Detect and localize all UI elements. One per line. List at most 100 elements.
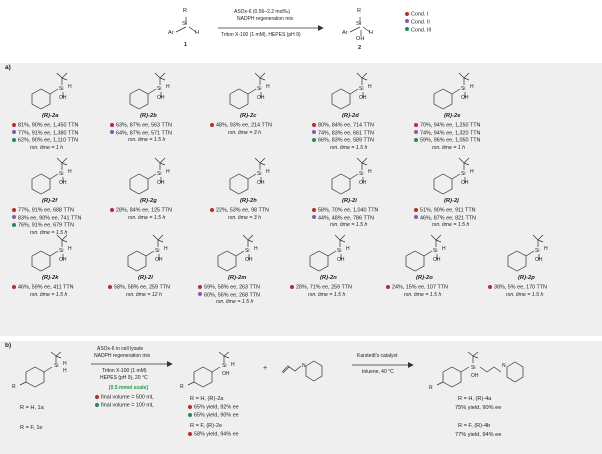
si-atom: Si bbox=[461, 171, 466, 177]
panel-a bbox=[0, 63, 602, 336]
condition-dot bbox=[108, 284, 112, 289]
compound-name: (R)-2n bbox=[320, 275, 337, 281]
compound-structure bbox=[31, 157, 68, 195]
compound-structure bbox=[31, 72, 68, 110]
b-arrow1-line3: Triton X-100 (1 mM) bbox=[102, 368, 147, 374]
result-text: 77%, 91% ee, 1,380 TTN bbox=[18, 129, 79, 136]
b-arrow-1 bbox=[91, 361, 173, 367]
volume-500: final volume = 500 mL bbox=[95, 394, 154, 401]
b-arrow-2 bbox=[352, 362, 414, 368]
result-text: 74%, 83% ee, 661 TTN bbox=[318, 129, 374, 136]
reaction-time: rxn. time = 1.5 h bbox=[404, 291, 442, 298]
volume-100: final volume = 100 mL bbox=[95, 402, 154, 409]
result-line: 48%, 93% ee, 214 TTN bbox=[210, 122, 272, 129]
condition-dot bbox=[12, 215, 16, 219]
product-Ar: Ar bbox=[342, 30, 348, 36]
result-text: 60%, 56% ee, 268 TTN bbox=[204, 291, 260, 298]
final-4b: R = F, (R)-4b bbox=[458, 423, 491, 429]
header-arrow-top-2: NADPH regeneration mix bbox=[237, 16, 294, 22]
condition-dot bbox=[488, 284, 492, 289]
panel-b-label: b) bbox=[5, 342, 12, 349]
legend-cond-i: Cond. I bbox=[405, 11, 431, 18]
result-text: 58%, 58% ee, 259 TTN bbox=[114, 284, 170, 291]
result-line: 51%, 90% ee, 911 TTN bbox=[414, 207, 476, 214]
starting-silane-structure bbox=[19, 351, 62, 388]
silane-H2: H bbox=[63, 368, 67, 374]
r-h-1a: R = H, 1a bbox=[20, 405, 44, 411]
result-text: 38%, 5% ee, 170 TTN bbox=[494, 284, 547, 291]
compound-name: (R)-2e bbox=[444, 113, 461, 119]
reaction-time: rxn. time = 1.5 h bbox=[432, 222, 470, 228]
oh-group: OH bbox=[257, 95, 265, 101]
reaction-time: rxn. time = 1.5 h bbox=[308, 291, 346, 298]
plus-sign: + bbox=[263, 365, 268, 372]
result-line: 28%, 71% ee, 259 TTN bbox=[290, 284, 352, 291]
result-line: 81%, 90% ee, 1,450 TTN bbox=[12, 122, 78, 129]
h-atom: H bbox=[68, 246, 72, 252]
b-arrow1-line4: HEPES (pH 9), 20 °C bbox=[100, 375, 148, 381]
final-4b-yield: 77% yield, 94% ee bbox=[455, 432, 502, 438]
result-text: 28%, 71% ee, 259 TTN bbox=[296, 284, 352, 291]
si-atom: Si bbox=[257, 86, 262, 92]
compound-name: (R)-2h bbox=[240, 198, 257, 204]
final-OH: OH bbox=[471, 373, 479, 379]
result-line: 76%, 91% ee, 679 TTN bbox=[12, 222, 74, 229]
compound-name: (R)-2b bbox=[140, 113, 157, 119]
silanol-OH: OH bbox=[222, 371, 230, 377]
silanol-product-structure bbox=[187, 351, 230, 388]
oh-group: OH bbox=[337, 257, 345, 263]
si-atom: Si bbox=[245, 248, 250, 254]
allylpiperidine-structure bbox=[281, 360, 323, 382]
reaction-time: rxn. time = 3 h bbox=[228, 214, 262, 221]
r-f-1e: R = F, 1e bbox=[20, 425, 43, 431]
h-atom: H bbox=[166, 84, 170, 90]
oh-group: OH bbox=[257, 180, 265, 186]
reaction-time: rxn. time = 1.5 h bbox=[128, 137, 166, 143]
condition-dot bbox=[312, 215, 316, 219]
compound-structure bbox=[433, 72, 470, 110]
result-line: 44%, 48% ee, 786 TTN bbox=[312, 215, 374, 222]
h-atom: H bbox=[470, 84, 474, 90]
panel-b bbox=[0, 341, 602, 454]
reaction-time: rxn. time = 12 h bbox=[126, 291, 162, 298]
reaction-time: rxn. time = 3 h bbox=[228, 129, 262, 136]
si-atom: Si bbox=[59, 86, 64, 92]
compound-name: (R)-2o bbox=[416, 275, 433, 281]
result-line: 77%, 91% ee, 1,380 TTN bbox=[12, 129, 79, 137]
h-atom: H bbox=[254, 246, 258, 252]
final-Si: Si bbox=[471, 365, 476, 371]
oh-group: OH bbox=[359, 180, 367, 186]
result-line: 46%, 59% ee, 411 TTN bbox=[12, 284, 74, 291]
oh-group: OH bbox=[155, 257, 163, 263]
result-text: 80%, 84% ee, 714 TTN bbox=[318, 122, 374, 129]
compound-structure bbox=[229, 72, 266, 110]
compound-structure bbox=[129, 72, 166, 110]
si-atom: Si bbox=[59, 248, 64, 254]
si-atom: Si bbox=[257, 171, 262, 177]
compound-name: (R)-2a bbox=[42, 113, 59, 119]
condition-dot bbox=[110, 122, 114, 127]
compound-structure bbox=[127, 234, 164, 272]
legend-dot bbox=[405, 19, 409, 24]
b-arrow2-top: Karstedt's catalyst bbox=[357, 353, 398, 359]
result-text: 70%, 94% ee, 1,250 TTN bbox=[420, 122, 481, 129]
result-line: 58%, 70% ee, 1,040 TTN bbox=[312, 207, 378, 214]
condition-dot bbox=[12, 222, 16, 227]
condition-dot bbox=[386, 284, 390, 289]
condition-dot bbox=[312, 207, 316, 212]
reactant-Ar: Ar bbox=[168, 30, 174, 36]
result-line: 74%, 83% ee, 661 TTN bbox=[312, 129, 374, 137]
condition-dot bbox=[198, 292, 202, 296]
h-atom: H bbox=[266, 84, 270, 90]
compound-name: (R)-2c bbox=[240, 113, 257, 119]
si-atom: Si bbox=[157, 86, 162, 92]
result-text: 59%, 58% ee, 263 TTN bbox=[204, 284, 260, 291]
condition-dot bbox=[290, 284, 294, 289]
si-atom: Si bbox=[461, 86, 466, 92]
h-atom: H bbox=[346, 246, 350, 252]
si-atom: Si bbox=[157, 171, 162, 177]
product-2-structure bbox=[349, 17, 371, 36]
result-line: 59%, 96% ee, 1,050 TTN bbox=[414, 137, 480, 144]
oh-group: OH bbox=[461, 180, 469, 186]
compound-structure bbox=[217, 234, 254, 272]
